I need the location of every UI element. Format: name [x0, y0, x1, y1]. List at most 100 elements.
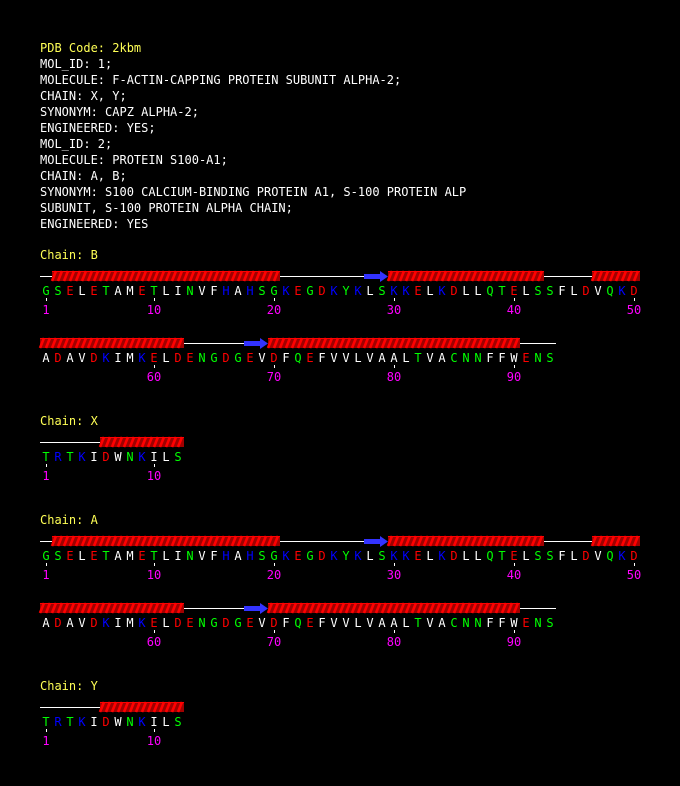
residue: K [282, 549, 290, 563]
residue: D [318, 549, 326, 563]
position-number: 30 [386, 303, 402, 317]
residue: H [246, 284, 254, 298]
residue: K [78, 450, 86, 464]
residue: L [78, 549, 86, 563]
residue: L [354, 616, 362, 630]
position-tick [45, 298, 47, 301]
residue: V [366, 616, 374, 630]
position-number: 40 [506, 568, 522, 582]
position-tick [393, 563, 395, 566]
residue: E [510, 549, 518, 563]
residue: W [114, 450, 122, 464]
residue: K [282, 284, 290, 298]
residue: L [570, 284, 578, 298]
residue: Q [486, 549, 494, 563]
residue: K [78, 715, 86, 729]
residue: Q [294, 616, 302, 630]
residue: A [438, 351, 446, 365]
pdb-code: PDB Code: 2kbm [40, 41, 142, 55]
position-number: 80 [386, 635, 402, 649]
residue: N [186, 284, 194, 298]
position-tick [393, 365, 395, 368]
header-line: ENGINEERED: YES [40, 217, 149, 231]
position-number: 1 [42, 469, 50, 483]
residue: N [198, 351, 206, 365]
position-number: 50 [626, 568, 642, 582]
residue: K [102, 616, 110, 630]
residue: F [210, 284, 218, 298]
helix-segment [98, 436, 184, 448]
residue: L [402, 616, 410, 630]
residue: A [42, 351, 50, 365]
residue: V [198, 549, 206, 563]
residue: N [474, 351, 482, 365]
residue: M [126, 284, 134, 298]
residue: T [42, 450, 50, 464]
position-number: 20 [266, 303, 282, 317]
position-tick [513, 563, 515, 566]
position-number: 60 [146, 635, 162, 649]
position-number: 40 [506, 303, 522, 317]
residue: K [354, 284, 362, 298]
residue: L [570, 549, 578, 563]
position-number: 70 [266, 635, 282, 649]
residue: F [318, 351, 326, 365]
position-number: 1 [42, 568, 50, 582]
position-number: 20 [266, 568, 282, 582]
helix-segment [386, 270, 544, 282]
residue: L [354, 351, 362, 365]
residue: Y [342, 549, 350, 563]
position-tick [153, 729, 155, 732]
header-line: SYNONYM: S100 CALCIUM-BINDING PROTEIN A1… [40, 185, 467, 199]
residue: V [78, 351, 86, 365]
position-number: 10 [146, 303, 162, 317]
residue: F [486, 351, 494, 365]
position-number: 10 [146, 469, 162, 483]
residue: A [234, 549, 242, 563]
residue: D [102, 715, 110, 729]
residue: T [498, 549, 506, 563]
residue: S [534, 549, 542, 563]
helix-segment [266, 337, 520, 349]
residue: E [150, 351, 158, 365]
residue: S [54, 284, 62, 298]
position-tick [513, 298, 515, 301]
residue: L [474, 549, 482, 563]
residue: S [378, 549, 386, 563]
position-tick [273, 563, 275, 566]
residue: C [450, 351, 458, 365]
helix-segment [38, 602, 184, 614]
residue: E [66, 284, 74, 298]
residue: V [366, 351, 374, 365]
secondary-structure [40, 270, 640, 282]
residue: E [66, 549, 74, 563]
residue: V [78, 616, 86, 630]
residue: K [390, 549, 398, 563]
residue: L [474, 284, 482, 298]
residue: F [282, 351, 290, 365]
residue: K [618, 284, 626, 298]
residue: S [534, 284, 542, 298]
residue: I [90, 715, 98, 729]
residue: F [210, 549, 218, 563]
residue: A [114, 284, 122, 298]
position-tick [273, 630, 275, 633]
header-line: MOLECULE: PROTEIN S100-A1; [40, 153, 228, 167]
header-line: SYNONYM: CAPZ ALPHA-2; [40, 105, 199, 119]
residue: Q [606, 549, 614, 563]
residue: G [42, 549, 50, 563]
position-tick [153, 464, 155, 467]
secondary-structure [40, 436, 184, 448]
residue: F [498, 616, 506, 630]
residue: N [462, 616, 470, 630]
position-number: 90 [506, 635, 522, 649]
residue: E [294, 549, 302, 563]
residue: E [246, 351, 254, 365]
residue: V [330, 351, 338, 365]
residue: M [126, 616, 134, 630]
residue: G [234, 616, 242, 630]
residue: L [162, 351, 170, 365]
residue: I [114, 616, 122, 630]
